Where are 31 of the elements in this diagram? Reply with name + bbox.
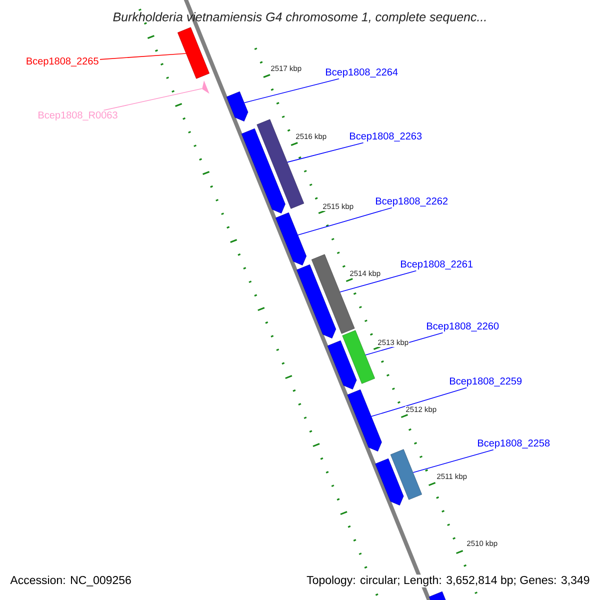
gene-label: Bcep1808_2262 [376,197,448,207]
gene-label: Bcep1808_R0063 [38,111,118,121]
gene-block [226,91,248,122]
gene-block [375,458,404,506]
gene-block [347,389,382,452]
gene-label: Bcep1808_2258 [478,439,550,449]
leader-line [287,142,364,163]
gene-label: Bcep1808_2259 [450,377,522,387]
gene-label: Bcep1808_2261 [401,260,473,270]
leader-line [244,78,340,104]
gene-triangle [202,80,210,94]
leader-line [103,88,202,111]
gene-label: Bcep1808_2260 [427,322,499,332]
leader-line [412,449,494,473]
gene-bar [342,330,376,384]
gene-block [428,591,448,600]
leader-line [298,207,392,236]
gene-bar [178,27,210,79]
gene-block [327,340,357,390]
accession-label: Accession: NC_009256 [9,574,132,588]
leader-line [371,387,468,417]
leader-line [100,53,186,60]
gene-block [241,128,286,214]
gene-label: Bcep1808_2265 [26,57,98,67]
genome-info-label: Topology: circular; Length: 3,652,814 bp; Genes: 3,349 [306,574,591,588]
leader-line [340,270,417,292]
gene-label: Bcep1808_2264 [326,68,398,78]
gene-block [276,212,306,266]
gene-label: Bcep1808_2263 [350,132,422,142]
gene-block [296,264,336,338]
gene-bar [390,449,422,500]
